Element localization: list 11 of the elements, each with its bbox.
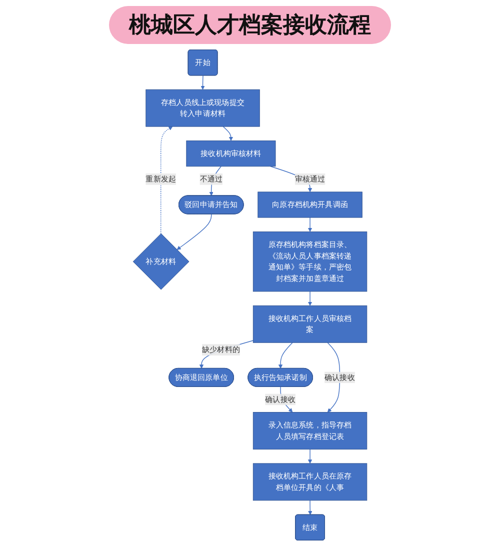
arrow <box>199 340 254 369</box>
arrow <box>278 342 293 369</box>
title: 桃城区人才档案接收流程 <box>109 6 391 44</box>
arrow <box>308 448 312 464</box>
arrow <box>308 217 312 232</box>
arrow <box>200 75 205 90</box>
arrow <box>222 126 234 141</box>
arrow <box>160 126 173 234</box>
arrow <box>308 291 312 306</box>
arrow <box>308 500 312 516</box>
arrow <box>176 214 212 250</box>
